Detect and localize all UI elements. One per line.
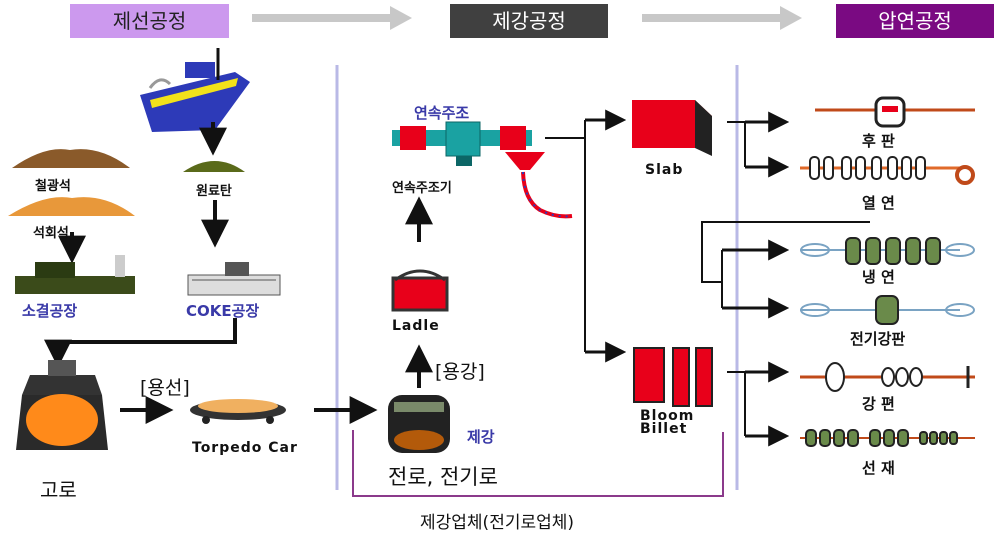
label-electrical-steel: 전기강판 [850, 330, 906, 348]
ladle-icon [391, 269, 449, 312]
slab-icon [632, 100, 712, 156]
label-ladle: Ladle [392, 318, 440, 334]
label-hot-rolled: 열 연 [862, 194, 895, 212]
label-blast-furnace: 고로 [40, 478, 77, 502]
label-steelmaker-note: 제강업체(전기로업체) [420, 513, 575, 533]
label-continuous-casting: 연속주조 [414, 104, 470, 122]
label-wire-rod: 선 재 [862, 459, 895, 477]
label-slab: Slab [645, 162, 684, 178]
label-bloom: Bloom [640, 408, 695, 424]
arrow-coke-to-furnace [44, 318, 237, 368]
cold-rolling-mill-icon [800, 237, 975, 265]
electrical-steel-line-icon [800, 295, 975, 325]
steelmaker-bracket [352, 430, 724, 497]
stage-flow-arrow-2 [642, 6, 802, 30]
coking-coal-pile-icon [183, 161, 245, 172]
limestone-pile-icon [8, 197, 135, 216]
label-molten-steel: [용강] [435, 361, 485, 383]
wire-rod-mill-icon [800, 429, 975, 447]
coke-plant-icon [187, 262, 281, 296]
label-sinter-plant: 소결공장 [22, 302, 78, 320]
label-billet: Billet [640, 421, 688, 437]
label-iron-ore: 철광석 [35, 179, 71, 194]
label-steelmaking-tag: 제강 [467, 428, 495, 446]
stage-flow-arrow-1 [252, 6, 412, 30]
bloom-billet-icon [633, 347, 713, 407]
heavy-plate-mill-icon [815, 96, 975, 128]
label-heavy-plate: 후 판 [862, 132, 895, 150]
hot-strip-mill-icon [800, 156, 975, 185]
blast-furnace-icon [16, 360, 108, 450]
continuous-caster-icon [392, 121, 573, 219]
label-molten-iron: [용선] [140, 377, 190, 399]
label-limestone: 석회석 [33, 226, 69, 241]
label-cold-rolled: 냉 연 [862, 268, 895, 286]
label-coke-plant: COKE공장 [186, 302, 260, 320]
label-section-steel: 강 편 [862, 395, 895, 413]
label-torpedo-car: Torpedo Car [192, 440, 298, 456]
label-continuous-caster: 연속주조기 [392, 181, 452, 196]
header-rolling: 압연공정 [836, 4, 994, 38]
sinter-plant-icon [15, 255, 135, 294]
header-steelmaking: 제강공정 [450, 4, 608, 38]
iron-ore-pile-icon [12, 149, 130, 168]
torpedo-car-icon [190, 399, 286, 424]
header-ironmaking: 제선공정 [70, 4, 229, 38]
label-furnaces: 전로, 전기로 [388, 465, 498, 489]
section-mill-icon [800, 362, 975, 392]
converter-icon [388, 395, 450, 453]
label-coking-coal: 원료탄 [196, 184, 232, 199]
ore-ship-icon [140, 48, 250, 132]
